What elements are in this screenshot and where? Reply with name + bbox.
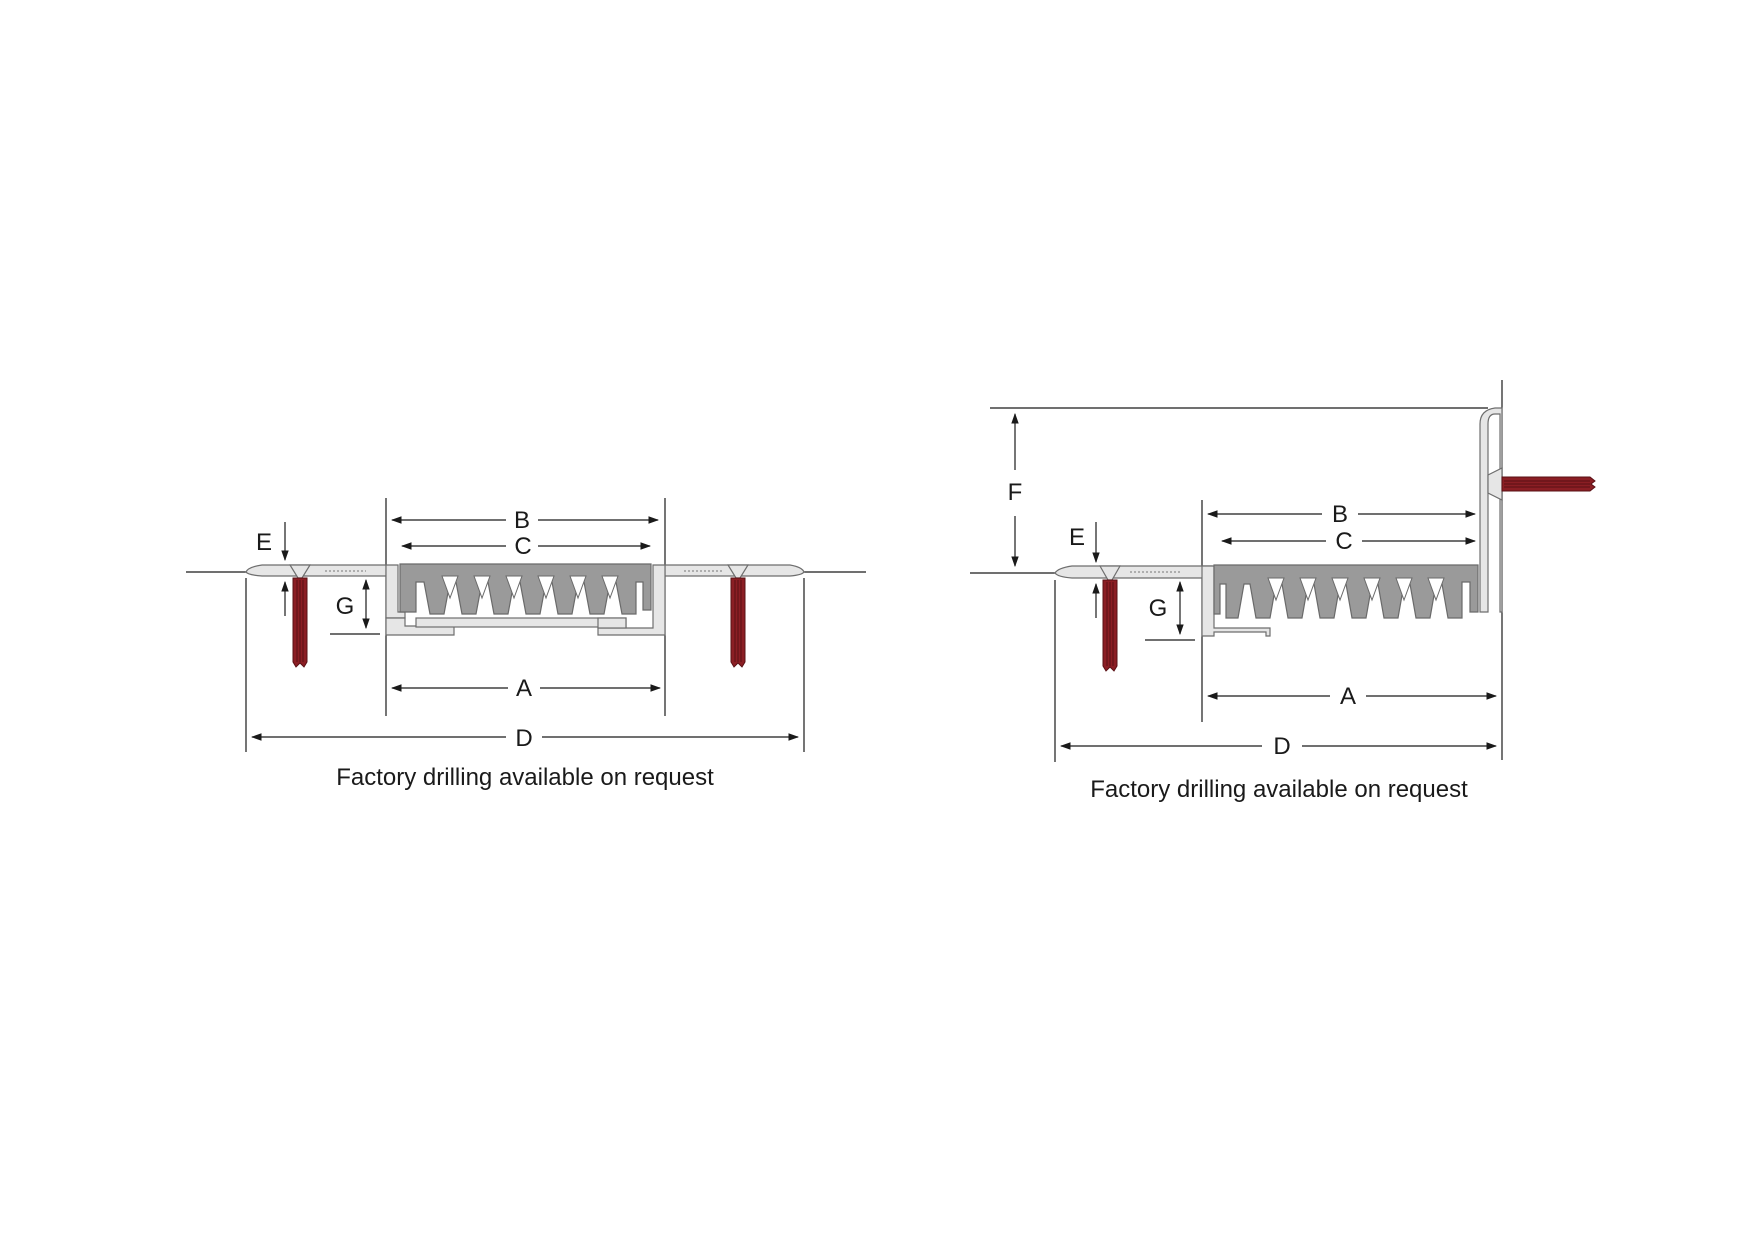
dim-b-gap: [1322, 502, 1358, 526]
dim-a-gap: [508, 676, 540, 700]
wall-screw-head: [1487, 467, 1503, 501]
dim-c-gap: [506, 533, 538, 557]
dim-label-g: G: [1149, 595, 1168, 622]
dim-c-gap: [1326, 529, 1362, 553]
seal-notches: [441, 575, 619, 600]
diagram-floor-to-floor: B C A D E G Factory drilling available o…: [186, 498, 866, 791]
dim-d-gap: [1262, 734, 1302, 758]
wall-profile: [1479, 407, 1503, 613]
dim-label-a: A: [1340, 683, 1356, 710]
bottom-plate-stub: [597, 617, 627, 629]
dim-label-b: B: [1332, 501, 1348, 528]
diagram-floor-to-wall: F B C A D E G Factory drilling available…: [970, 380, 1596, 803]
dim-label-e: E: [1069, 524, 1085, 551]
dim-label-b: B: [514, 507, 530, 534]
rubber-seal: [399, 563, 652, 615]
anchor-left: [292, 577, 308, 668]
floor-wing-profile: [1054, 565, 1213, 579]
bottom-plate-center: [415, 617, 627, 628]
dim-b-gap: [506, 508, 538, 532]
seal-notches: [1267, 577, 1445, 602]
dim-label-d: D: [1273, 733, 1290, 760]
dim-label-f: F: [1008, 479, 1023, 506]
anchor-right: [730, 577, 746, 668]
dim-label-e: E: [256, 529, 272, 556]
caption-right: Factory drilling available on request: [1090, 776, 1468, 803]
dim-label-d: D: [515, 725, 532, 752]
caption-left: Factory drilling available on request: [336, 764, 714, 791]
anchor-floor: [1102, 579, 1118, 672]
dim-label-g: G: [336, 593, 355, 620]
dim-label-c: C: [514, 533, 531, 560]
anchor-wall: [1501, 476, 1596, 492]
dim-d-gap: [506, 725, 542, 749]
dim-a-gap: [1330, 684, 1366, 708]
dim-label-a: A: [516, 675, 532, 702]
dim-label-c: C: [1335, 528, 1352, 555]
